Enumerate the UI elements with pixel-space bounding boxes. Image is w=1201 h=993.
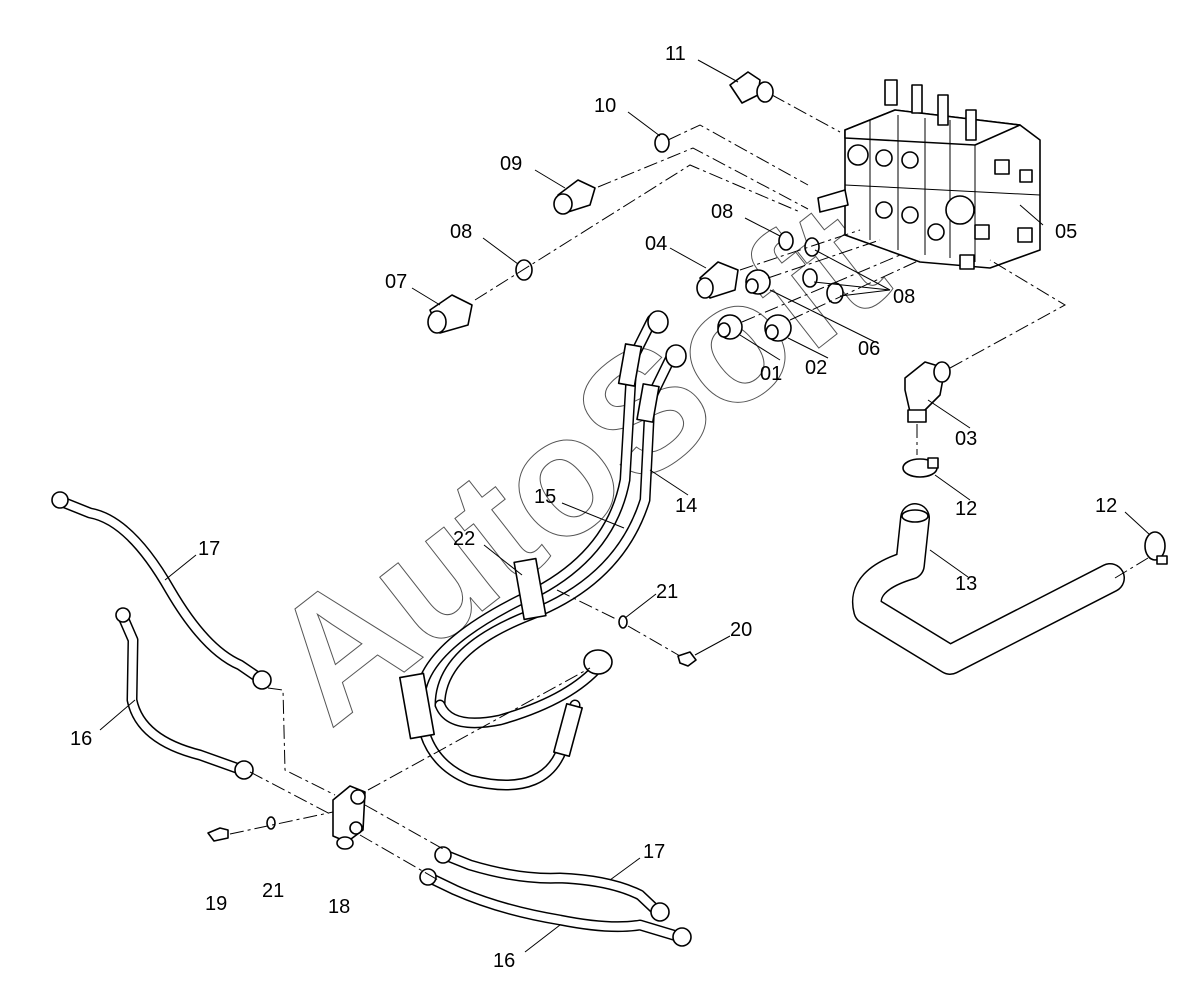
callout-21-bottom: 21 — [262, 880, 284, 902]
hose-16-bottom — [419, 868, 692, 947]
leader-lines — [99, 59, 1151, 953]
washer-21-bottom — [266, 816, 276, 830]
callout-16-left: 16 — [70, 728, 92, 750]
adapter-fitting-07 — [427, 294, 473, 334]
elbow-fitting-03 — [904, 361, 951, 423]
callout-08-top: 08 — [711, 201, 733, 223]
callout-22: 22 — [453, 528, 475, 550]
callout-14: 14 — [675, 495, 697, 517]
adapter-fitting-09 — [553, 179, 596, 215]
control-valve-block — [817, 79, 1041, 270]
callout-08-left: 08 — [450, 221, 472, 243]
seal-ring-08-left — [515, 259, 533, 281]
bolt-19 — [207, 827, 229, 842]
callout-11: 11 — [665, 43, 686, 65]
hose-bracket-22 — [398, 557, 547, 740]
elbow-fitting-11 — [729, 71, 774, 104]
adapter-fitting-01 — [717, 314, 743, 340]
callout-labels: 11 10 09 08 07 08 04 05 08 06 01 02 03 1… — [70, 43, 1117, 972]
adapter-fitting-02 — [764, 314, 792, 342]
hose-17-left — [51, 491, 272, 690]
tee-block-18 — [332, 785, 366, 850]
callout-17-left: 17 — [198, 538, 220, 560]
callout-12-right: 12 — [1095, 495, 1117, 517]
hose-clamp-12-upper — [902, 457, 939, 478]
adapter-fitting-06 — [745, 269, 771, 295]
callout-18: 18 — [328, 896, 350, 918]
callout-15: 15 — [534, 486, 556, 508]
callout-13: 13 — [955, 573, 977, 595]
callout-10: 10 — [594, 95, 616, 117]
callout-05: 05 — [1055, 221, 1077, 243]
hose-17-bottom — [434, 846, 670, 922]
hose-16-left — [115, 607, 254, 780]
callout-02: 02 — [805, 357, 827, 379]
callout-17-bottom: 17 — [643, 841, 665, 863]
callout-21-top: 21 — [656, 581, 678, 603]
suction-hose-13 — [851, 503, 1125, 675]
callout-06: 06 — [858, 338, 880, 360]
callout-09: 09 — [500, 153, 522, 175]
callout-16-bottom: 16 — [493, 950, 515, 972]
callout-12-upper: 12 — [955, 498, 977, 520]
adapter-fitting-04 — [696, 261, 739, 299]
washer-21-top — [618, 615, 628, 629]
seal-rings-08-right — [778, 231, 844, 304]
watermark: AutoSoft — [236, 168, 918, 759]
seal-ring-10 — [654, 133, 670, 153]
callout-19: 19 — [205, 893, 227, 915]
callout-03: 03 — [955, 428, 977, 450]
callout-20: 20 — [730, 619, 752, 641]
callout-04: 04 — [645, 233, 667, 255]
callout-08-right: 08 — [893, 286, 915, 308]
bolt-20 — [677, 651, 697, 667]
hose-clamp-12-right — [1144, 531, 1168, 565]
callout-01: 01 — [760, 363, 782, 385]
callout-07: 07 — [385, 271, 407, 293]
assembly-lines — [229, 94, 1149, 881]
